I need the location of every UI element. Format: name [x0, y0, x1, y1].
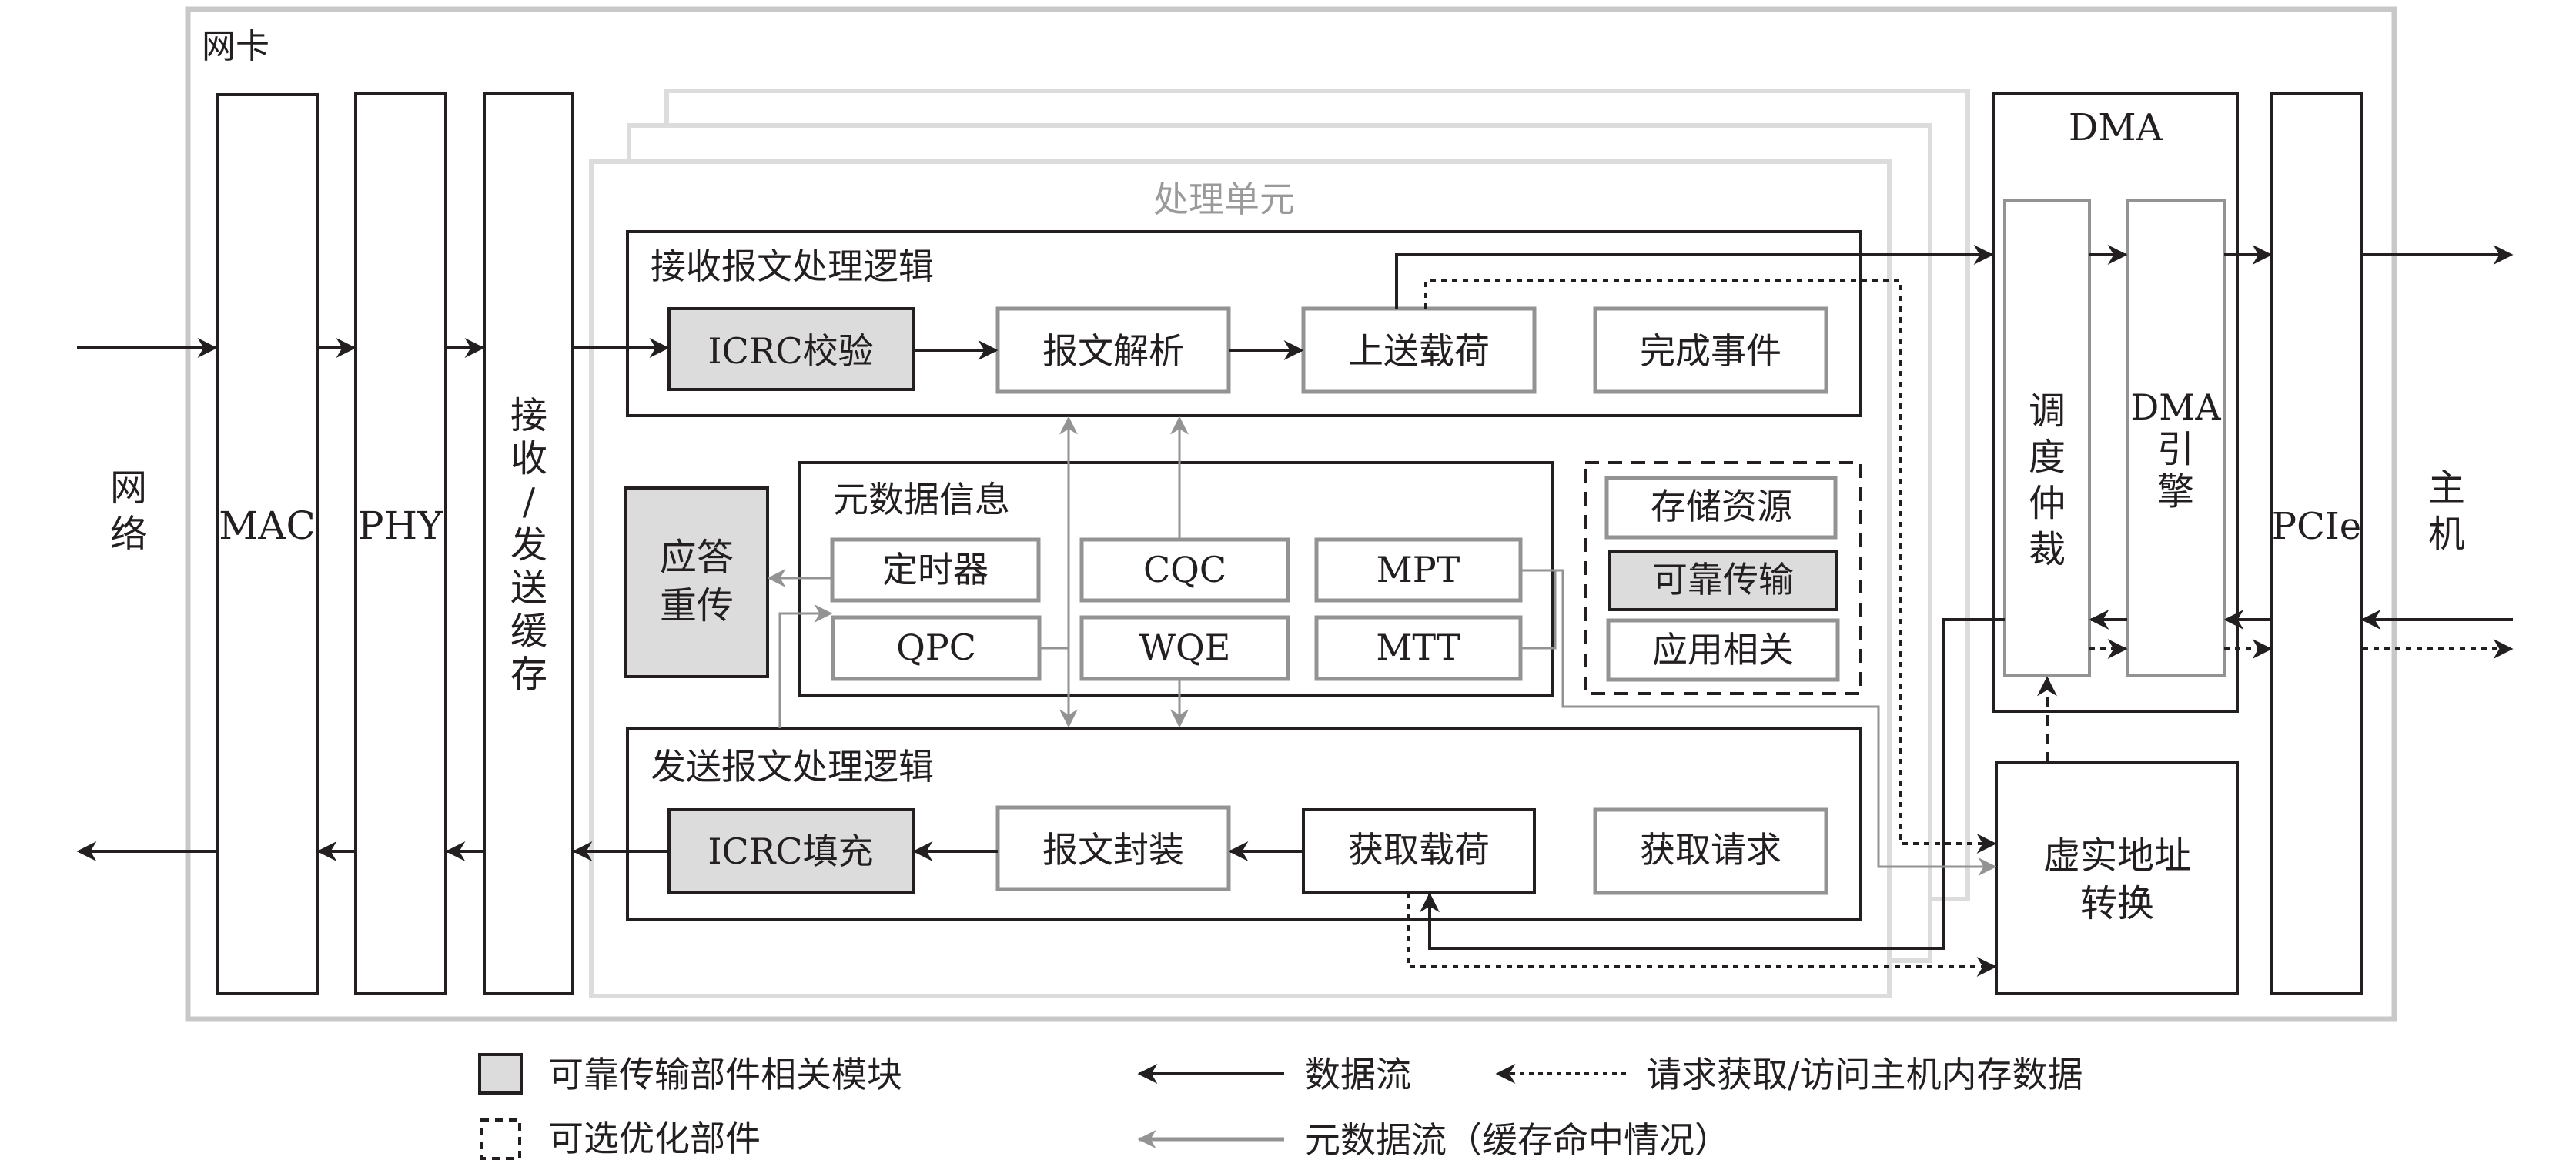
svg-text:存: 存: [510, 653, 547, 696]
request-flow-arrows: [1407, 279, 2514, 977]
completion-event-label: 完成事件: [1640, 330, 1781, 372]
ack-retransmit-label-1: 应答: [660, 536, 734, 579]
arbiter-block[interactable]: [2003, 199, 2091, 677]
address-translation-label-2: 转换: [2080, 882, 2154, 925]
svg-text:缓: 缓: [510, 610, 547, 653]
packet-parse-label: 报文解析: [1042, 330, 1184, 372]
metadata-mtt[interactable]: [1314, 615, 1523, 681]
legend: 可靠传输部件相关模块 可选优化部件 数据流 请求获取/访问主机内存数据 元数据流…: [478, 1053, 2083, 1160]
fetch-request-module[interactable]: [1593, 807, 1828, 895]
storage-resource-module[interactable]: [1604, 476, 1838, 540]
metadata-mpt-label: MPT: [1377, 549, 1460, 590]
arbiter-label: 调 度 仲 裁: [2029, 389, 2066, 571]
legend-request-flow-label: 请求获取/访问主机内存数据: [1646, 1054, 2083, 1095]
dma-engine-block[interactable]: [2126, 199, 2226, 677]
dma-engine-label: DMA 引 擎: [2130, 386, 2221, 513]
metadata-title: 元数据信息: [833, 479, 1010, 520]
ack-retransmit-label-2: 重传: [660, 584, 734, 627]
ack-retransmit-module[interactable]: [624, 486, 769, 678]
legend-reliable-label: 可靠传输部件相关模块: [548, 1054, 902, 1095]
fetch-request-label: 获取请求: [1640, 829, 1781, 871]
svg-text:发: 发: [510, 523, 547, 567]
link-mpt-mtt: [1521, 569, 1557, 650]
upload-payload-module[interactable]: [1301, 306, 1537, 394]
phy-block[interactable]: [354, 92, 447, 995]
metadata-cqc[interactable]: [1079, 537, 1290, 603]
metadata-timer-label: 定时器: [882, 549, 989, 590]
application-related-module[interactable]: [1606, 618, 1840, 682]
svg-text:裁: 裁: [2029, 528, 2066, 571]
nic-title: 网卡: [202, 27, 269, 66]
metadata-timer[interactable]: [830, 537, 1041, 603]
svg-text:调: 调: [2029, 389, 2066, 433]
packet-encap-label: 报文封装: [1042, 829, 1184, 871]
fetch-payload-label: 获取载荷: [1348, 829, 1490, 871]
legend-data-flow-label: 数据流: [1305, 1054, 1411, 1095]
svg-text:仲: 仲: [2029, 482, 2066, 525]
mac-block[interactable]: [216, 93, 319, 995]
reliable-transport-label: 可靠传输: [1652, 559, 1794, 600]
packet-parse-module[interactable]: [995, 306, 1231, 394]
completion-event-module[interactable]: [1593, 306, 1828, 394]
dma-title: DMA: [2069, 106, 2164, 149]
reliable-transport-module[interactable]: [1608, 550, 1838, 611]
icrc-fill-module[interactable]: [667, 808, 915, 894]
svg-text:度: 度: [2029, 436, 2066, 479]
metadata-cqc-label: CQC: [1143, 549, 1226, 590]
phy-label: PHY: [358, 503, 443, 548]
mac-label: MAC: [219, 503, 316, 548]
upload-payload-label: 上送载荷: [1348, 330, 1490, 372]
buffer-label: 接 收 / 发 送 缓 存: [510, 394, 547, 696]
metadata-mtt-label: MTT: [1376, 627, 1460, 668]
buffer-block[interactable]: [483, 92, 574, 995]
processing-unit-label: 处理单元: [1153, 179, 1295, 220]
icrc-check-label: ICRC校验: [708, 330, 873, 372]
pcie-label: PCIe: [2272, 505, 2361, 548]
metadata-qpc[interactable]: [831, 615, 1042, 681]
data-flow-arrows: [76, 245, 2514, 950]
arrow-mpt-to-addr-translation: [1555, 569, 1997, 876]
metadata-qpc-label: QPC: [896, 627, 976, 668]
application-related-label: 应用相关: [1652, 629, 1794, 670]
storage-resource-label: 存储资源: [1651, 486, 1792, 527]
arrow-upload-to-arbiter: [1395, 245, 1994, 309]
svg-text:擎: 擎: [2157, 470, 2194, 513]
svg-text:收: 收: [510, 437, 547, 480]
send-logic-title: 发送报文处理逻辑: [651, 746, 934, 787]
arrow-arbiter-to-fetch-payload: [1420, 618, 2005, 950]
host-label-2: 机: [2428, 513, 2465, 556]
metadata-wqe[interactable]: [1079, 615, 1290, 681]
svg-text:DMA: DMA: [2130, 386, 2221, 428]
legend-reliable-swatch: [478, 1053, 523, 1095]
receive-logic-title: 接收报文处理逻辑: [651, 246, 934, 287]
metadata-wqe-label: WQE: [1139, 627, 1231, 668]
legend-optional-label: 可选优化部件: [548, 1118, 761, 1159]
network-label-2: 络: [110, 513, 147, 556]
svg-text:引: 引: [2157, 428, 2194, 471]
host-label-1: 主: [2428, 466, 2465, 510]
icrc-fill-label: ICRC填充: [708, 831, 873, 872]
fetch-payload-module[interactable]: [1302, 808, 1536, 894]
arrow-fetch-to-addr-translation: [1407, 893, 1997, 977]
address-translation-block[interactable]: [1995, 761, 2239, 995]
svg-text:送: 送: [510, 567, 547, 610]
legend-metadata-flow-label: 元数据流（缓存命中情况）: [1305, 1119, 1730, 1160]
address-translation-label-1: 虚实地址: [2043, 834, 2191, 878]
svg-text:接: 接: [510, 394, 547, 437]
svg-text:/: /: [523, 480, 536, 523]
metadata-flow-arrows: [767, 416, 1997, 876]
nic-frame: [185, 6, 2397, 1022]
arrow-send-to-timer: [778, 604, 833, 728]
network-label-1: 网: [110, 466, 147, 510]
pcie-block[interactable]: [2270, 92, 2363, 995]
legend-optional-swatch: [480, 1118, 521, 1160]
